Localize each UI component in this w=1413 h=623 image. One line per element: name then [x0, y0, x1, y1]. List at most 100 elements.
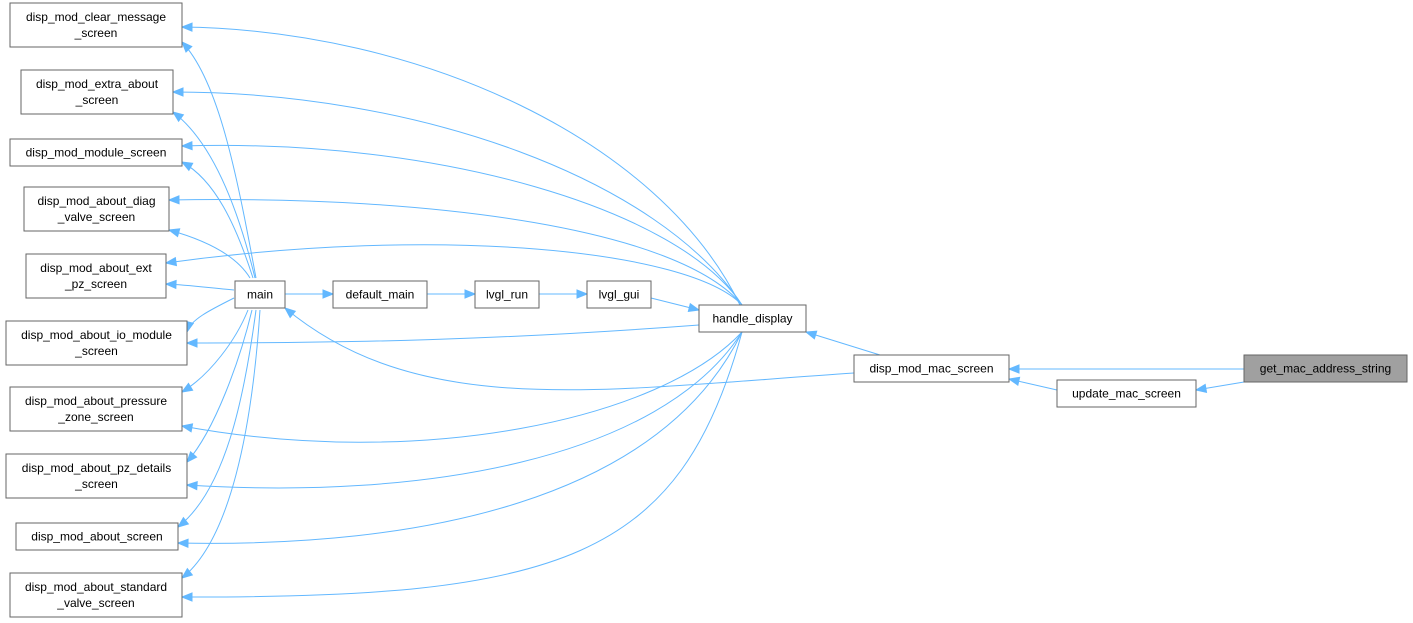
node-box[interactable] — [853, 354, 1010, 383]
node-label: main — [247, 288, 273, 302]
call-edge — [181, 26, 741, 306]
edge-arrowhead — [180, 382, 194, 393]
node-default-main[interactable]: default_main — [332, 280, 428, 309]
node-box[interactable] — [332, 280, 428, 309]
edge-arrowhead — [171, 111, 185, 123]
edge-arrowhead — [322, 289, 335, 299]
edge-arrowhead — [167, 195, 180, 205]
edge-arrowhead — [1007, 376, 1021, 386]
node-about-std[interactable]: disp_mod_about_standard_valve_screen — [9, 572, 183, 618]
node-label: disp_mod_module_screen — [26, 146, 167, 160]
edge-arrowhead — [180, 140, 193, 151]
node-box[interactable] — [9, 572, 183, 618]
node-box[interactable] — [1056, 379, 1197, 408]
node-about-pressure[interactable]: disp_mod_about_pressure_zone_screen — [9, 386, 183, 432]
call-edge — [181, 161, 254, 279]
node-box[interactable] — [9, 2, 183, 48]
node-mac-screen[interactable]: disp_mod_mac_screen — [853, 354, 1010, 383]
node-update-mac[interactable]: update_mac_screen — [1056, 379, 1197, 408]
node-label: update_mac_screen — [1072, 387, 1181, 401]
node-box[interactable] — [5, 453, 188, 499]
edge-arrowhead — [181, 41, 193, 53]
edge-arrowhead — [180, 423, 194, 433]
nodes: disp_mod_clear_message_screendisp_mod_ex… — [5, 2, 1408, 618]
node-label: _valve_screen — [57, 210, 135, 224]
edge-arrowhead — [176, 538, 189, 548]
call-edge — [805, 331, 881, 356]
node-box[interactable] — [234, 280, 286, 309]
node-label: disp_mod_about_screen — [31, 530, 162, 544]
node-label: disp_mod_about_pz_details — [22, 461, 171, 475]
call-edge — [177, 309, 257, 528]
node-box[interactable] — [5, 320, 188, 366]
edge-arrowhead — [180, 22, 193, 32]
node-box[interactable] — [9, 386, 183, 432]
edge-arrowhead — [164, 279, 177, 290]
node-about-ext[interactable]: disp_mod_about_ext _pz_screen — [25, 253, 167, 299]
node-main[interactable]: main — [234, 280, 286, 309]
node-label: _screen — [74, 477, 118, 491]
node-label: _screen — [75, 93, 119, 107]
call-edge — [186, 309, 253, 463]
node-label: _screen — [74, 344, 118, 358]
node-box[interactable] — [1243, 354, 1408, 383]
edge-arrowhead — [176, 516, 190, 528]
node-label: disp_mod_about_ext — [40, 261, 152, 275]
edge-arrowhead — [171, 87, 184, 97]
node-module[interactable]: disp_mod_module_screen — [9, 138, 183, 167]
edge-arrowhead — [185, 480, 198, 491]
node-label: _screen — [74, 26, 118, 40]
node-label: _valve_screen — [56, 596, 134, 610]
node-label: lvgl_run — [486, 288, 528, 302]
edge-arrowhead — [180, 161, 194, 172]
edge-arrowhead — [186, 450, 198, 464]
edge-arrowhead — [1007, 364, 1020, 374]
node-label: _pz_screen — [64, 277, 127, 291]
node-box[interactable] — [698, 304, 807, 333]
node-box[interactable] — [25, 253, 167, 299]
call-edge — [181, 309, 261, 579]
node-label: default_main — [346, 288, 415, 302]
call-edge — [168, 229, 251, 279]
edge-arrowhead — [167, 228, 181, 238]
call-edge — [181, 41, 257, 279]
node-label: disp_mod_about_io_module — [21, 328, 172, 342]
node-lvgl-gui[interactable]: lvgl_gui — [586, 280, 652, 309]
node-about[interactable]: disp_mod_about_screen — [15, 522, 179, 551]
edge-arrowhead — [180, 592, 193, 602]
node-box[interactable] — [9, 138, 183, 167]
call-edge — [165, 244, 743, 306]
call-edge — [181, 309, 249, 393]
call-edge — [172, 91, 743, 306]
node-label: disp_mod_about_pressure — [25, 394, 167, 408]
node-extra-about[interactable]: disp_mod_extra_about_screen — [20, 69, 174, 115]
node-about-diag[interactable]: disp_mod_about_diag_valve_screen — [23, 186, 170, 232]
node-about-pz[interactable]: disp_mod_about_pz_details _screen — [5, 453, 188, 499]
edge-arrowhead — [185, 338, 198, 348]
edges — [164, 22, 1245, 602]
node-handle-display[interactable]: handle_display — [698, 304, 807, 333]
node-box[interactable] — [586, 280, 652, 309]
node-label: disp_mod_clear_message — [26, 10, 166, 24]
node-clear-msg[interactable]: disp_mod_clear_message _screen — [9, 2, 183, 48]
node-lvgl-run[interactable]: lvgl_run — [474, 280, 540, 309]
call-edge — [186, 324, 700, 344]
edge-arrowhead — [180, 567, 194, 579]
node-label: disp_mod_mac_screen — [869, 362, 993, 376]
node-about-io[interactable]: disp_mod_about_io_module _screen — [5, 320, 188, 366]
call-edge — [181, 331, 743, 443]
node-box[interactable] — [15, 522, 179, 551]
call-edge — [168, 199, 743, 306]
node-box[interactable] — [474, 280, 540, 309]
call-edge — [177, 331, 743, 544]
node-label: handle_display — [712, 312, 792, 326]
node-box[interactable] — [23, 186, 170, 232]
edge-arrowhead — [464, 289, 477, 299]
edge-arrowhead — [164, 256, 178, 267]
call-edge — [181, 331, 743, 598]
node-get-mac[interactable]: get_mac_address_string — [1243, 354, 1408, 383]
edge-arrowhead — [283, 307, 297, 319]
node-box[interactable] — [20, 69, 174, 115]
node-label: lvgl_gui — [599, 288, 640, 302]
